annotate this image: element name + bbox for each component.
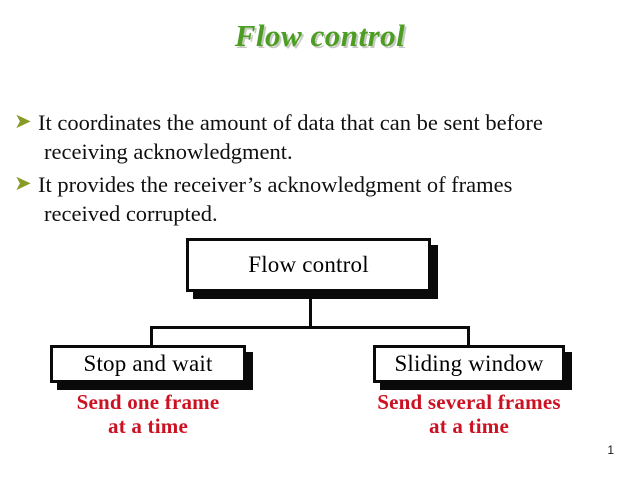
caption-sliding-window: Send several frames at a time	[338, 390, 600, 438]
list-item: ➤ It provides the receiver’s acknowledgm…	[14, 170, 628, 229]
caption-line-1: Send several frames	[377, 390, 561, 414]
list-item-line-2: receiving acknowledgment.	[44, 139, 293, 165]
bullet-list: ➤ It coordinates the amount of data that…	[14, 108, 628, 231]
flow-control-hierarchy-diagram: Flow control Stop and wait Sliding windo…	[0, 228, 640, 448]
arrow-bullet-icon: ➤	[14, 109, 32, 133]
caption-line-2: at a time	[108, 413, 188, 438]
list-item: ➤ It coordinates the amount of data that…	[14, 108, 628, 167]
page-title: Flow control	[234, 18, 406, 53]
diagram-node-stop-and-wait: Stop and wait	[50, 345, 246, 383]
page-number: 1	[607, 443, 614, 457]
connector-right-branch	[467, 326, 470, 348]
connector-left-branch	[150, 326, 153, 348]
list-item-text: It provides the receiver’s acknowledgmen…	[38, 170, 628, 229]
caption-stop-and-wait: Send one frame at a time	[36, 390, 260, 438]
diagram-node-sliding-window: Sliding window	[373, 345, 565, 383]
list-item-text: It coordinates the amount of data that c…	[38, 108, 628, 167]
diagram-node-flow-control: Flow control	[186, 238, 431, 292]
caption-line-1: Send one frame	[76, 390, 220, 414]
caption-line-2: at a time	[429, 413, 509, 438]
list-item-line-1: It provides the receiver’s acknowledgmen…	[38, 171, 513, 197]
list-item-line-2: received corrupted.	[44, 200, 218, 226]
list-item-line-1: It coordinates the amount of data that c…	[38, 110, 543, 135]
connector-root-stem	[309, 292, 312, 328]
arrow-bullet-icon: ➤	[14, 170, 32, 195]
connector-crossbar	[150, 326, 470, 329]
